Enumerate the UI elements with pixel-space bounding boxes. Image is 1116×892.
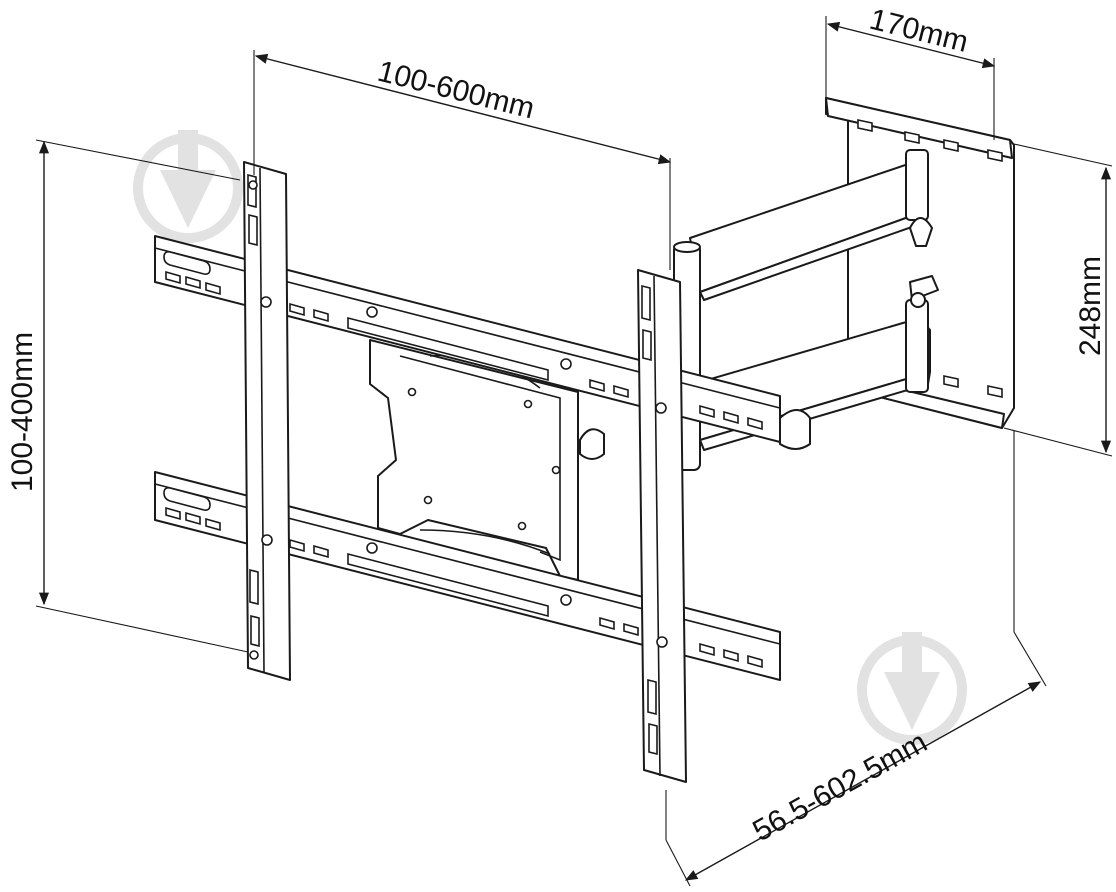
dimension-vesa-width: 100-600mm bbox=[253, 50, 672, 270]
dimension-plate-height: 248mm bbox=[1003, 143, 1113, 457]
vertical-bracket-right bbox=[637, 269, 687, 783]
plate-width-label: 170mm bbox=[866, 3, 971, 59]
plate-height-label: 248mm bbox=[1074, 256, 1107, 356]
watermark-logo-bottom bbox=[857, 632, 967, 745]
horizontal-rail-top bbox=[154, 235, 781, 443]
vesa-height-label: 100-400mm bbox=[6, 332, 39, 492]
horizontal-rail-bottom bbox=[154, 471, 781, 681]
vesa-width-label: 100-600mm bbox=[374, 55, 537, 126]
extension-label: 56.5-602.5mm bbox=[747, 725, 932, 848]
vertical-bracket-left bbox=[243, 161, 291, 681]
dimension-vesa-height: 100-400mm bbox=[6, 139, 249, 653]
watermark-logo-top bbox=[133, 130, 243, 243]
